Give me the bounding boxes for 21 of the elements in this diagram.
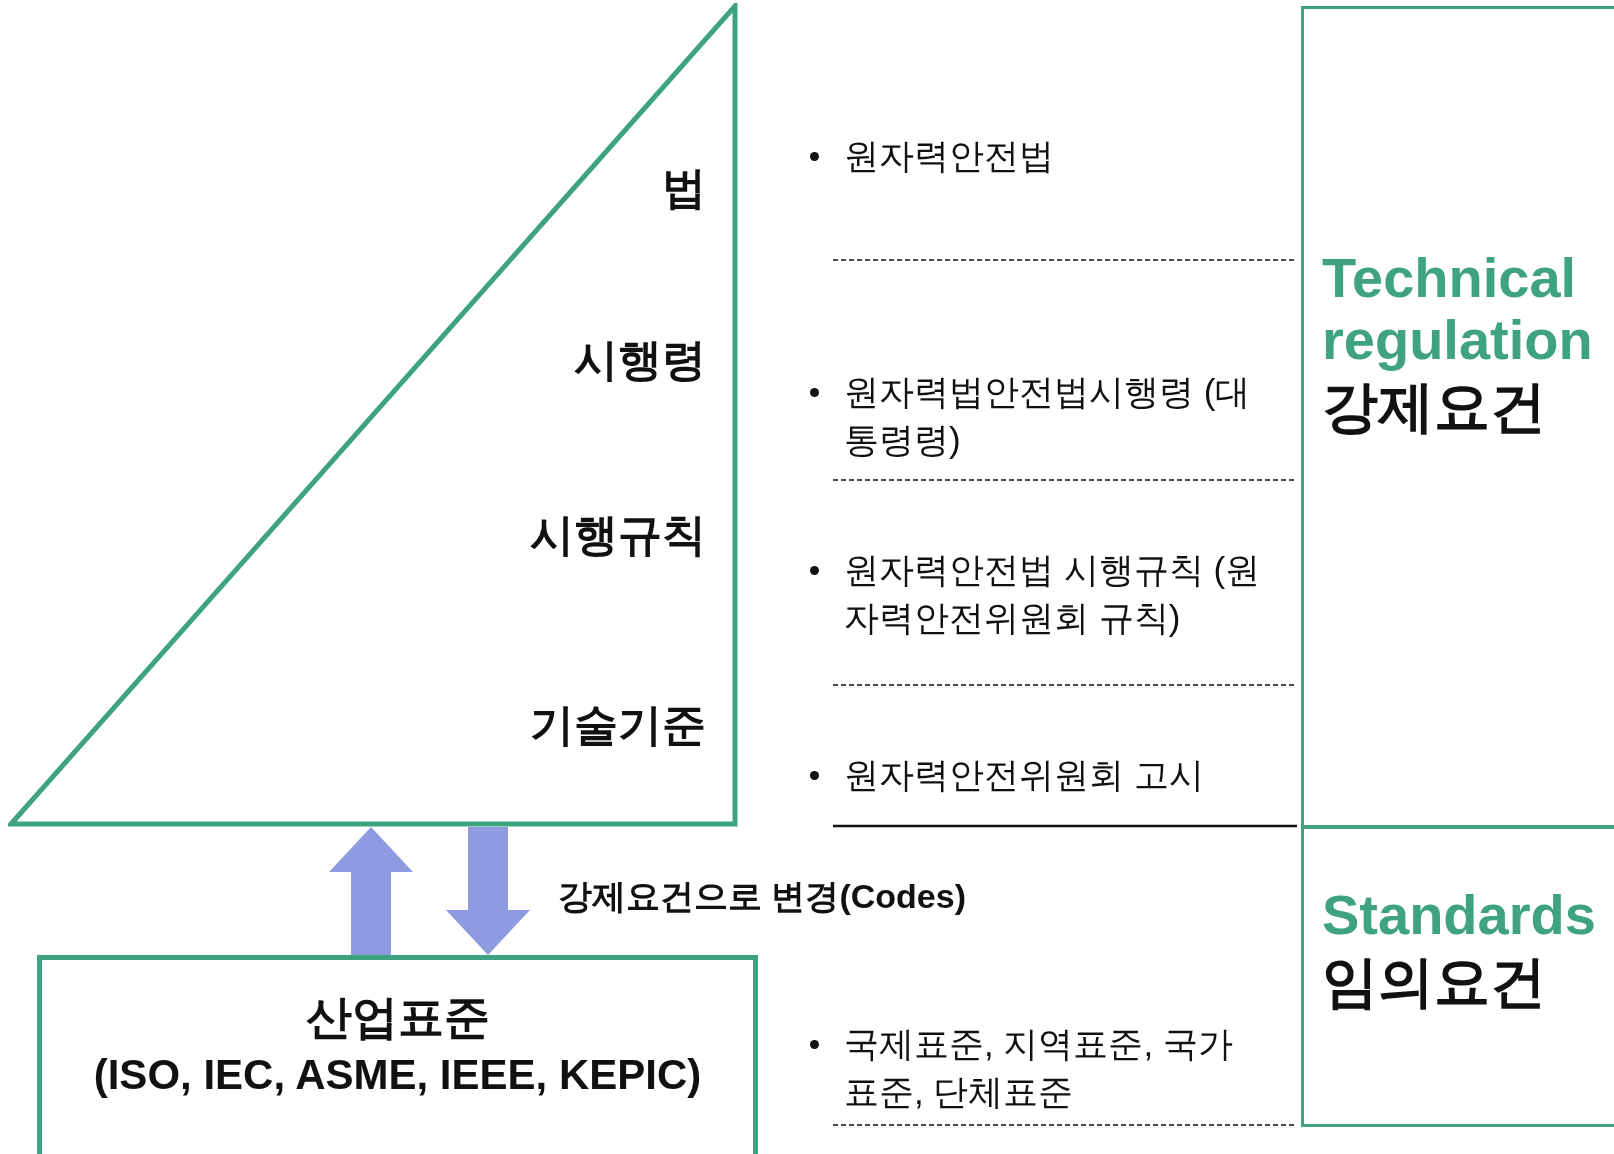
block-arrow — [329, 827, 413, 955]
level-label: 법 — [662, 163, 706, 213]
block-arrow — [446, 827, 530, 955]
level-label: 시행령 — [574, 335, 706, 385]
bullet-text: 국제표준, 지역표준, 국가표준, 단체표준 — [844, 1023, 1234, 1113]
arrow-caption: 강제요건으로 변경(Codes) — [558, 876, 966, 917]
level-label: 기술기준 — [530, 700, 706, 750]
category-title: Standards — [1322, 884, 1597, 946]
box-subtitle: (ISO, IEC, ASME, IEEE, KEPIC) — [93, 1050, 702, 1100]
category-title: Technical regulation — [1322, 247, 1594, 371]
bullet-text: 원자력안전위원회 고시 — [844, 754, 1205, 796]
category-subtitle: 강제요건 — [1322, 374, 1547, 440]
category-panel — [1301, 6, 1614, 828]
standards-box — [37, 955, 758, 1154]
bullet-text: 원자력안전법 — [844, 135, 1055, 177]
bullet-text: 원자력법안전법시행령 (대통령령) — [844, 371, 1252, 461]
category-panel — [1301, 826, 1614, 1127]
bullet-text: 원자력안전법 시행규칙 (원자력안전위원회 규칙) — [844, 549, 1262, 639]
level-label: 시행규칙 — [530, 510, 706, 560]
category-subtitle: 임의요건 — [1322, 949, 1547, 1015]
box-title: 산업표준 — [305, 990, 490, 1045]
